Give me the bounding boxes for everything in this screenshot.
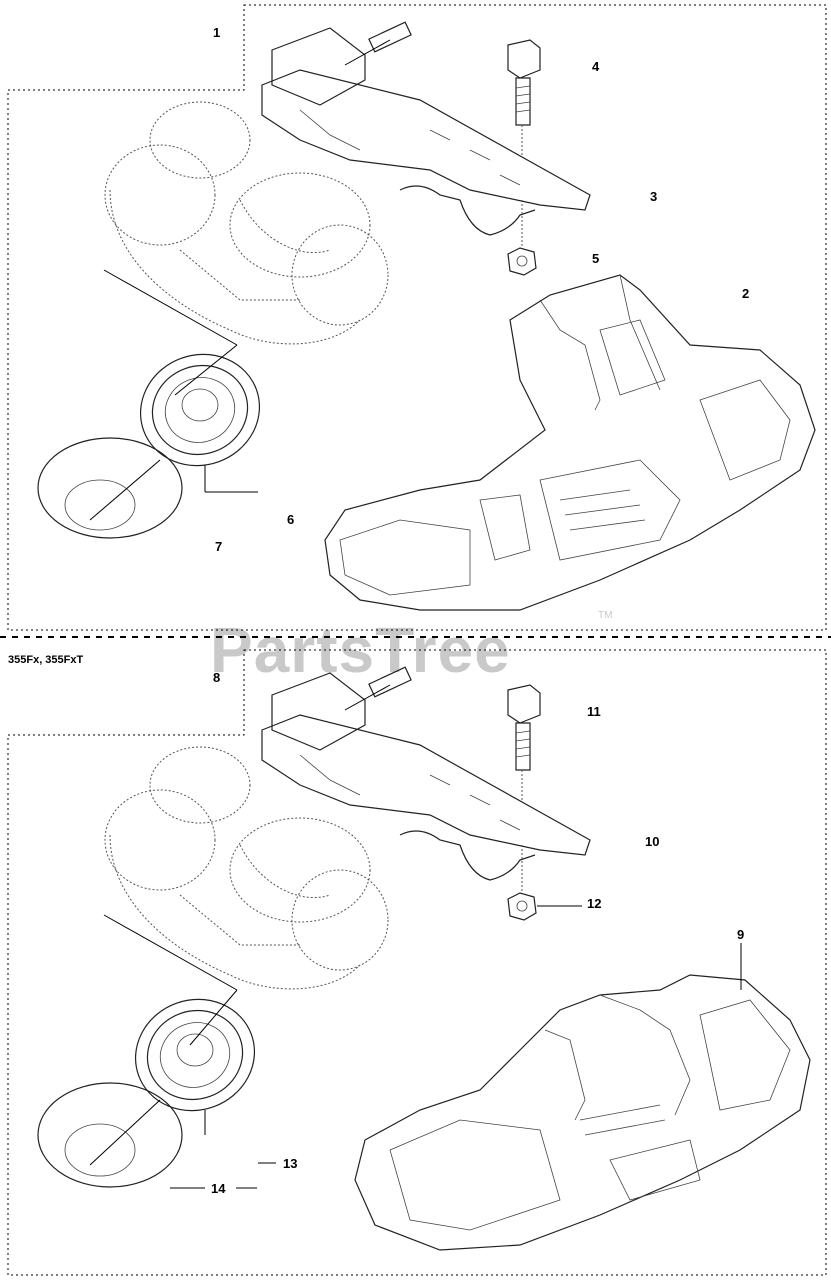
engine-outline-1	[104, 101, 389, 345]
callout-9: 9	[737, 927, 744, 942]
callout-10: 10	[645, 834, 659, 849]
cup-14	[37, 1082, 257, 1189]
callout-1: 1	[213, 25, 220, 40]
hub-6	[103, 269, 261, 493]
callout-14: 14	[211, 1181, 226, 1196]
guard-2	[324, 274, 816, 611]
hub-13	[103, 914, 276, 1164]
engine-outline-2	[104, 746, 389, 990]
model-label: 355Fx, 355FxT	[8, 654, 83, 666]
callout-13: 13	[283, 1156, 297, 1171]
nut-12	[507, 845, 582, 921]
assembly-boundary-1	[7, 4, 827, 631]
callout-5: 5	[592, 251, 599, 266]
cup-7	[37, 437, 183, 539]
shield-bracket-3	[261, 21, 591, 236]
callout-4: 4	[592, 59, 600, 74]
section-1: 1 2 3 4 5 6 7	[7, 4, 827, 631]
callout-8: 8	[213, 670, 220, 685]
bolt-4	[507, 39, 541, 155]
callout-6: 6	[287, 512, 294, 527]
callout-7: 7	[215, 539, 222, 554]
shield-bracket-10	[261, 666, 591, 881]
callout-3: 3	[650, 189, 657, 204]
nut-5	[507, 200, 537, 276]
assembly-boundary-2	[7, 649, 827, 1276]
callout-12: 12	[587, 896, 601, 911]
watermark-trademark: TM	[598, 610, 612, 621]
callout-2: 2	[742, 286, 749, 301]
section-2: 355Fx, 355FxT	[7, 649, 827, 1276]
guard-9	[354, 943, 811, 1251]
callout-11: 11	[587, 704, 601, 719]
bolt-11	[507, 684, 541, 800]
